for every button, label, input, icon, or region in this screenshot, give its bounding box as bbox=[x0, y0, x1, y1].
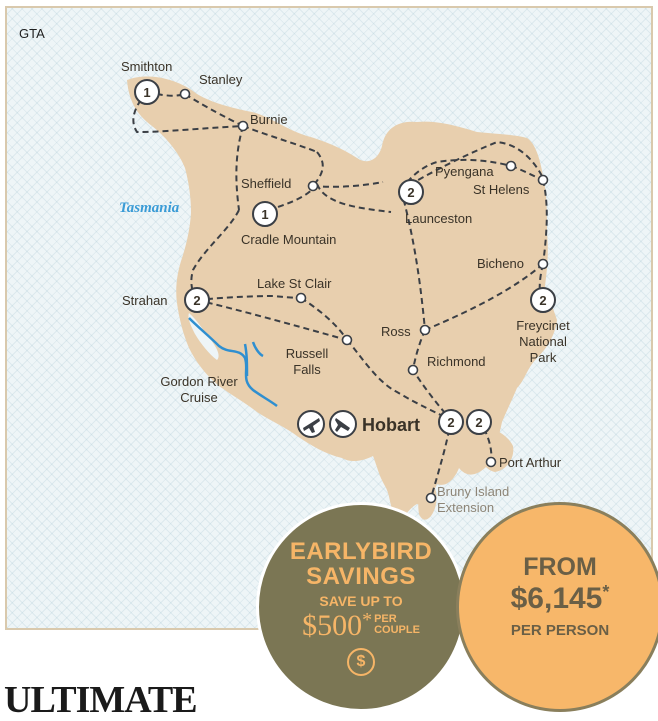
earlybird-per-couple: PER COUPLE bbox=[374, 612, 420, 636]
price-per-person: PER PERSON bbox=[510, 622, 610, 639]
price-amount: $6,145 bbox=[510, 582, 603, 615]
lakestclair-marker bbox=[295, 292, 307, 304]
bicheno-marker bbox=[537, 258, 549, 270]
gordon-river bbox=[188, 317, 278, 408]
sheffield-label: Sheffield bbox=[241, 176, 291, 191]
lakestclair-label: Lake St Clair bbox=[257, 276, 332, 291]
burnie-marker bbox=[237, 120, 249, 132]
hobart-nights-a: 2 bbox=[447, 415, 454, 430]
earlybird-per: PER bbox=[374, 612, 397, 625]
town-markers bbox=[179, 88, 549, 504]
bruny-label-2: Extension bbox=[437, 500, 494, 515]
gordon-river-branch bbox=[243, 341, 264, 377]
page-heading: ULTIMATE bbox=[4, 679, 198, 721]
freycinet-label-3: Park bbox=[530, 350, 557, 365]
earlybird-amount: $500 bbox=[302, 608, 363, 642]
earlybird-subtitle: SAVINGS bbox=[306, 562, 416, 590]
overnight-circles: 1 1 2 2 2 2 2 bbox=[134, 79, 556, 435]
portarthur-label: Port Arthur bbox=[499, 455, 562, 470]
map-corner-label: GTA bbox=[19, 26, 45, 41]
portarthur-marker bbox=[485, 456, 497, 468]
earlybird-save-text: SAVE UP TO bbox=[319, 592, 403, 609]
sthelens-label: St Helens bbox=[473, 182, 530, 197]
price-from: FROM bbox=[523, 553, 597, 581]
gordon-label-1: Gordon River bbox=[160, 374, 238, 389]
gordon-label-2: Cruise bbox=[180, 390, 218, 405]
price-asterisk: * bbox=[602, 582, 610, 602]
tour-map: 1 1 2 2 2 2 2 GTA Tasmania Smithton bbox=[5, 6, 653, 630]
sheffield-marker bbox=[307, 180, 319, 192]
bruny-label-1: Bruny Island bbox=[437, 484, 509, 499]
earlybird-amount-row: $500 * PER COUPLE bbox=[302, 608, 420, 642]
russell-marker bbox=[341, 334, 353, 346]
dollar-icon: $ bbox=[347, 647, 375, 676]
bicheno-label: Bicheno bbox=[477, 256, 524, 271]
launceston-label: Launceston bbox=[405, 211, 472, 226]
richmond-marker bbox=[407, 364, 419, 376]
cradle-nights: 1 bbox=[261, 207, 268, 222]
region-label: Tasmania bbox=[119, 200, 180, 216]
pyengana-label: Pyengana bbox=[435, 164, 494, 179]
hobart-nights-b: 2 bbox=[475, 415, 482, 430]
hobart-label: Hobart bbox=[362, 415, 420, 435]
smithton-label: Smithton bbox=[121, 59, 172, 74]
launceston-nights: 2 bbox=[407, 185, 414, 200]
stanley-label: Stanley bbox=[199, 72, 243, 87]
earlybird-couple: COUPLE bbox=[374, 623, 420, 636]
richmond-label: Richmond bbox=[427, 354, 486, 369]
pyengana-marker bbox=[505, 160, 517, 172]
earlybird-badge: EARLYBIRD SAVINGS SAVE UP TO $500 * PER … bbox=[256, 502, 466, 712]
tasmania-map-svg: 1 1 2 2 2 2 2 GTA Tasmania Smithton bbox=[19, 26, 570, 520]
earlybird-asterisk: * bbox=[362, 608, 373, 631]
smithton-nights: 1 bbox=[143, 85, 150, 100]
sthelens-marker bbox=[537, 174, 549, 186]
strahan-nights: 2 bbox=[193, 293, 200, 308]
plane-arrival-icon bbox=[329, 410, 357, 438]
russell-label-1: Russell bbox=[286, 346, 329, 361]
russell-label-2: Falls bbox=[293, 362, 321, 377]
strahan-label: Strahan bbox=[122, 293, 168, 308]
ross-label: Ross bbox=[381, 324, 411, 339]
earlybird-title: EARLYBIRD bbox=[289, 537, 433, 565]
stanley-marker bbox=[179, 88, 191, 100]
freycinet-label-2: National bbox=[519, 334, 567, 349]
freycinet-nights: 2 bbox=[539, 293, 546, 308]
freycinet-label-1: Freycinet bbox=[516, 318, 570, 333]
price-amount-row: $6,145 * bbox=[511, 581, 610, 617]
cradle-label: Cradle Mountain bbox=[241, 232, 336, 247]
bruny-marker bbox=[425, 492, 437, 504]
burnie-label: Burnie bbox=[250, 112, 288, 127]
price-badge: FROM $6,145 * PER PERSON bbox=[456, 502, 658, 712]
ross-marker bbox=[419, 324, 431, 336]
plane-departure-icon bbox=[297, 410, 325, 438]
freycinet-peninsula bbox=[529, 308, 548, 358]
